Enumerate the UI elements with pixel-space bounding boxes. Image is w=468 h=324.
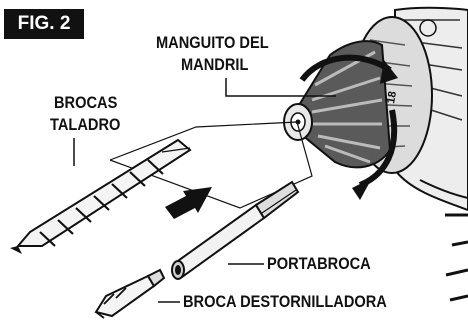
drill-bits-label-line1: BROCAS [54, 93, 118, 112]
chuck-sleeve-label-line2: MANDRIL [181, 55, 249, 74]
chuck-sleeve [283, 40, 392, 169]
bit-holder [171, 180, 300, 280]
svg-text:18: 18 [385, 90, 399, 104]
drill-bit [10, 138, 192, 254]
screwdriver-bit-label: BROCA DESTORNILLADORA [183, 292, 387, 311]
bit-holder-label: PORTABROCA [267, 254, 371, 273]
rotation-arrowhead-bottom [352, 178, 372, 200]
screwdriver-bit [94, 268, 166, 319]
leader-lines [73, 78, 336, 303]
insertion-arrow [165, 187, 212, 219]
rotation-arrowhead-top [380, 60, 398, 84]
chuck-sleeve-label-line1: MANGUITO DEL [156, 33, 269, 52]
drill-bits-label-line2: TALADRO [50, 115, 121, 134]
figure-badge: FIG. 2 [4, 9, 84, 39]
